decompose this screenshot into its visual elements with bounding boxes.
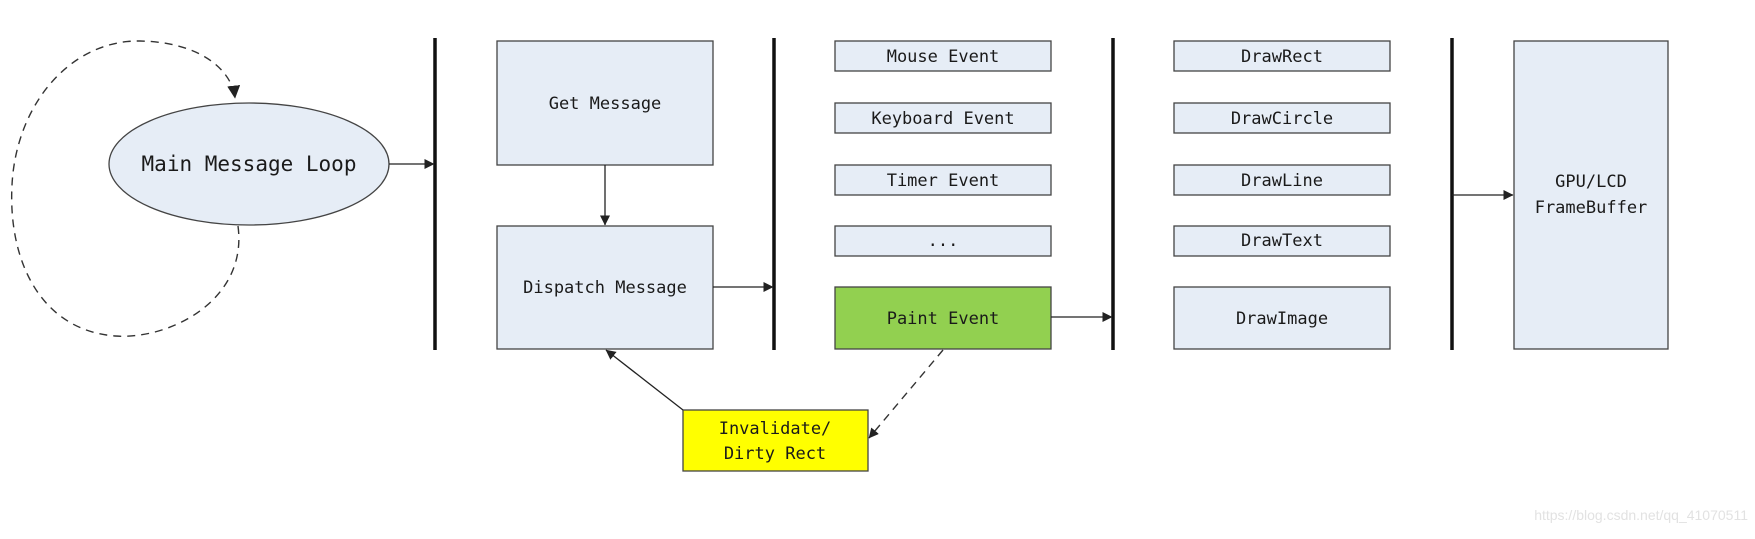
keyboard-event-node: Keyboard Event [834, 102, 1052, 134]
draw-line-node: DrawLine [1173, 164, 1391, 196]
draw-line-label: DrawLine [1241, 171, 1323, 191]
invalidate-to-dispatch-arrow [605, 349, 684, 411]
dispatch-message-node: Dispatch Message [496, 225, 714, 350]
watermark-text: https://blog.csdn.net/qq_41070511 [1534, 507, 1748, 523]
draw-circle-label: DrawCircle [1231, 109, 1333, 129]
keyboard-event-label: Keyboard Event [871, 109, 1014, 129]
main-message-loop-label: Main Message Loop [142, 152, 357, 176]
draw-text-node: DrawText [1173, 225, 1391, 257]
other-events-label: ... [928, 231, 959, 251]
draw-image-node: DrawImage [1173, 286, 1391, 350]
mouse-event-label: Mouse Event [887, 47, 1000, 67]
framebuffer-node: GPU/LCD FrameBuffer [1513, 40, 1669, 350]
draw-rect-node: DrawRect [1173, 40, 1391, 72]
other-events-node: ... [834, 225, 1052, 257]
invalidate-dirty-rect-node: Invalidate/ Dirty Rect [682, 409, 869, 472]
draw-rect-label: DrawRect [1241, 47, 1323, 67]
mouse-event-node: Mouse Event [834, 40, 1052, 72]
draw-text-label: DrawText [1241, 231, 1323, 251]
get-message-node: Get Message [496, 40, 714, 166]
dispatch-message-label: Dispatch Message [523, 278, 687, 298]
invalidate-label-line2: Dirty Rect [724, 444, 826, 464]
self-loop-arrow [10, 40, 241, 337]
framebuffer-label-line2: FrameBuffer [1535, 198, 1648, 218]
draw-circle-node: DrawCircle [1173, 102, 1391, 134]
timer-event-node: Timer Event [834, 164, 1052, 196]
paint-event-label: Paint Event [887, 309, 1000, 329]
get-message-label: Get Message [549, 94, 662, 114]
framebuffer-label-line1: GPU/LCD [1555, 172, 1627, 192]
paint-event-node: Paint Event [834, 286, 1052, 350]
main-message-loop-node: Main Message Loop [108, 102, 390, 226]
timer-event-label: Timer Event [887, 171, 1000, 191]
draw-image-label: DrawImage [1236, 309, 1328, 329]
paint-to-invalidate-arrow [868, 349, 944, 439]
invalidate-label-line1: Invalidate/ [719, 419, 832, 439]
